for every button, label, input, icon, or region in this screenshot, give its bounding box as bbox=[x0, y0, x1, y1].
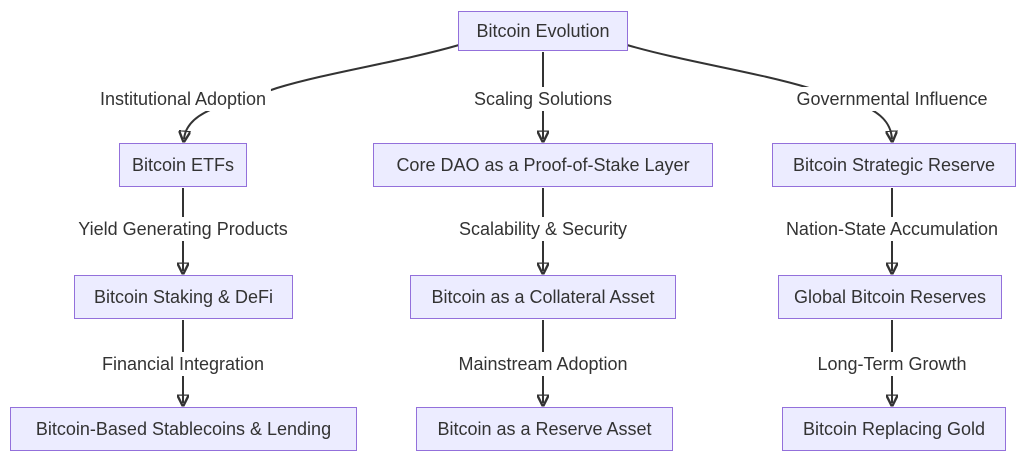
node-global-bitcoin-reserves: Global Bitcoin Reserves bbox=[778, 275, 1002, 319]
edge-label-yield-generating-products: Yield Generating Products bbox=[73, 217, 293, 241]
edge-root-to-institutional bbox=[184, 44, 460, 139]
edge-label-financial-integration: Financial Integration bbox=[96, 352, 270, 376]
edge-label-governmental-influence: Governmental Influence bbox=[791, 87, 993, 111]
edge-label-nation-state-accumulation: Nation-State Accumulation bbox=[780, 217, 1004, 241]
edge-label-mainstream-adoption: Mainstream Adoption bbox=[453, 352, 633, 376]
node-bitcoin-replacing-gold: Bitcoin Replacing Gold bbox=[782, 407, 1006, 451]
edge-root-to-governmental bbox=[626, 44, 892, 139]
node-bitcoin-based-stablecoins-lending: Bitcoin-Based Stablecoins & Lending bbox=[10, 407, 357, 451]
node-core-dao-pos-layer: Core DAO as a Proof-of-Stake Layer bbox=[373, 143, 713, 187]
edge-label-institutional-adoption: Institutional Adoption bbox=[94, 87, 272, 111]
edge-label-scalability-security: Scalability & Security bbox=[453, 217, 633, 241]
edge-label-long-term-growth: Long-Term Growth bbox=[812, 352, 972, 376]
node-bitcoin-etfs: Bitcoin ETFs bbox=[119, 143, 247, 187]
node-bitcoin-collateral-asset: Bitcoin as a Collateral Asset bbox=[410, 275, 676, 319]
node-bitcoin-evolution: Bitcoin Evolution bbox=[458, 11, 628, 51]
node-bitcoin-staking-defi: Bitcoin Staking & DeFi bbox=[74, 275, 293, 319]
edge-label-scaling-solutions: Scaling Solutions bbox=[468, 87, 618, 111]
node-bitcoin-strategic-reserve: Bitcoin Strategic Reserve bbox=[772, 143, 1016, 187]
node-bitcoin-reserve-asset: Bitcoin as a Reserve Asset bbox=[416, 407, 673, 451]
